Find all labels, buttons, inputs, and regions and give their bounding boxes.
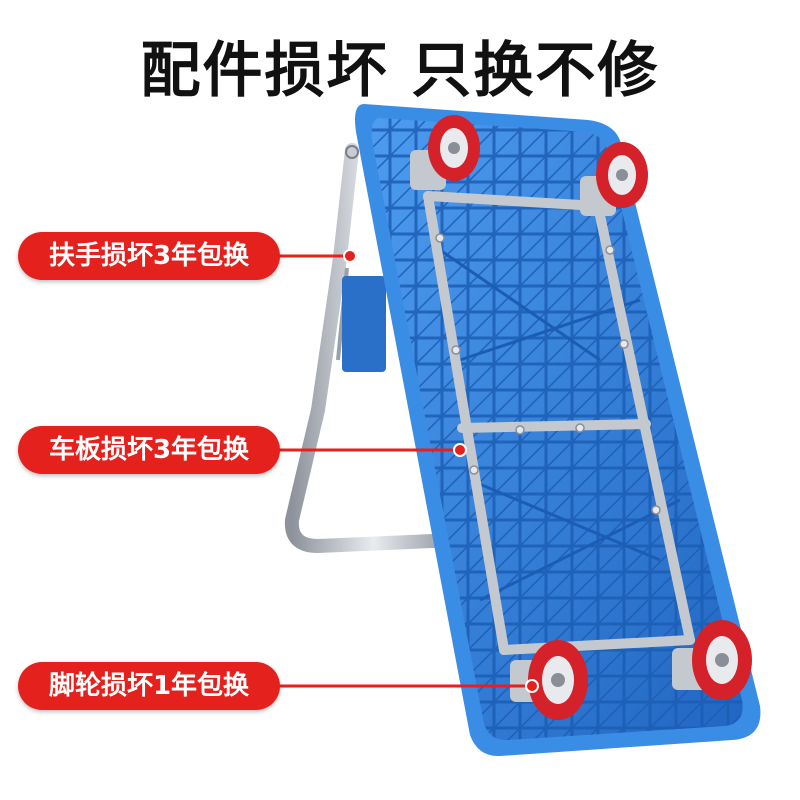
handle-bracket [342,276,386,372]
handle-warranty-badge: 扶手损坏3年包换 [18,232,280,280]
deck-warranty-badge: 车板损坏3年包换 [18,426,280,474]
caster-warranty-badge: 脚轮损坏1年包换 [18,662,280,710]
